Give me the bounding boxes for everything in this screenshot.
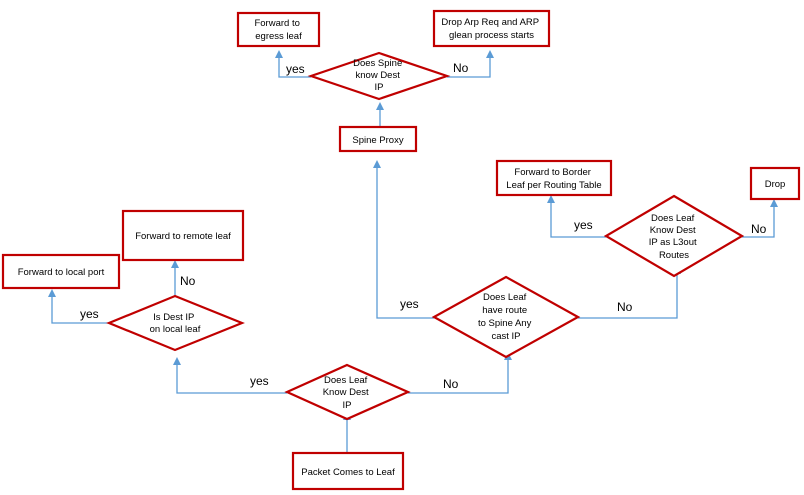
edge-local-yes (51, 295, 109, 324)
edge-label-leaf-yes: yes (250, 374, 269, 388)
edge-spine-no (447, 56, 491, 78)
svg-text:Is Dest IP on local leaf: Is Dest IP on local leaf (150, 312, 201, 335)
svg-text:Forward to egress leaf: Forward to egress leaf (254, 18, 302, 42)
svg-text:Drop Arp Req and ARP gle: Drop Arp Req and ARP glean process start… (441, 17, 541, 41)
node-line: Forward to (254, 18, 299, 29)
node-forward-local: Forward to local port (1, 253, 121, 290)
edge-labels: yes No yes No No yes yes No yes No (80, 61, 767, 391)
edge-label-spine-no: No (453, 61, 469, 75)
svg-text:Forward to local port: Forward to local port (18, 267, 105, 278)
svg-text:Packet Comes to Leaf: Packet Comes to Leaf (301, 467, 395, 478)
node-packet-comes: Packet Comes to Leaf (291, 451, 405, 491)
node-line: have route (482, 305, 527, 316)
node-line: IP (343, 400, 352, 411)
arrowhead (171, 260, 179, 268)
edge-label-local-yes: yes (80, 307, 99, 321)
edge-l3out-no (742, 205, 775, 238)
node-line: Does Spine (353, 58, 402, 69)
node-line: Does Leaf (324, 375, 368, 386)
edge-l3out-yes (550, 201, 606, 238)
node-line: IP (375, 82, 384, 93)
node-forward-border: Forward to Border Leaf per Routing Table (495, 159, 613, 197)
edge-label-route-no: No (617, 300, 633, 314)
svg-text:Drop: Drop (765, 179, 786, 190)
node-forward-remote: Forward to remote leaf (121, 209, 245, 262)
node-line: egress leaf (255, 31, 302, 42)
edge-leaf-know-no (408, 358, 509, 394)
node-line: Does Leaf (651, 213, 695, 224)
node-line: on local leaf (150, 324, 201, 335)
edge-label-l3out-yes: yes (574, 218, 593, 232)
node-line: glean process starts (449, 30, 534, 41)
svg-text:Does Leaf have route: Does Leaf have route to Spine Any cast I… (478, 292, 534, 342)
node-is-dest-local: Is Dest IP on local leaf (106, 294, 245, 352)
node-line: Does Leaf (483, 292, 527, 303)
edge-label-leaf-no: No (443, 377, 459, 391)
edge-route-yes (376, 166, 434, 319)
node-line: to Spine Any (478, 318, 532, 329)
node-line: Drop Arp Req and ARP (441, 17, 539, 28)
svg-text:Does Leaf Know Dest: Does Leaf Know Dest IP as L3out Routes (649, 213, 700, 261)
arrowhead (373, 160, 381, 168)
node-spine-know-dest: Does Spine know Dest IP (307, 51, 451, 101)
node-leaf-know-l3out: Does Leaf Know Dest IP as L3out Routes (603, 194, 745, 278)
edge-leaf-know-yes (176, 363, 287, 394)
edge-label-local-no: No (180, 274, 196, 288)
node-line: Drop (765, 179, 786, 190)
node-line: Forward to local port (18, 267, 105, 278)
node-line: Know Dest (323, 387, 369, 398)
node-line: Is Dest IP (153, 312, 194, 323)
node-line: Spine Proxy (352, 135, 403, 146)
node-leaf-know-dest: Does Leaf Know Dest IP (284, 363, 411, 421)
node-spine-proxy: Spine Proxy (338, 125, 418, 153)
edge-route-no (578, 272, 678, 319)
arrowhead (48, 289, 56, 297)
arrowhead (486, 50, 494, 58)
node-drop-arp: Drop Arp Req and ARP glean process start… (432, 9, 551, 48)
svg-text:Does Spine know Dest: Does Spine know Dest IP (353, 58, 405, 93)
svg-text:Forward to remote leaf: Forward to remote leaf (135, 231, 231, 242)
svg-text:Spine Proxy: Spine Proxy (352, 135, 403, 146)
node-line: cast IP (491, 331, 520, 342)
edge-label-l3out-no: No (751, 222, 767, 236)
svg-text:Forward to Border Leaf p: Forward to Border Leaf per Routing Table (506, 167, 601, 191)
arrowhead (547, 195, 555, 203)
node-line: Forward to Border (514, 167, 591, 178)
arrowhead (770, 199, 778, 207)
node-leaf-route-spine: Does Leaf have route to Spine Any cast I… (431, 275, 581, 359)
edge-label-spine-yes: yes (286, 62, 305, 76)
arrowhead (275, 50, 283, 58)
edge-label-route-yes: yes (400, 297, 419, 311)
arrowhead (376, 102, 384, 110)
arrowhead (173, 357, 181, 365)
node-line: know Dest (356, 70, 401, 81)
node-forward-egress: Forward to egress leaf (236, 11, 321, 48)
node-line: Leaf per Routing Table (506, 180, 601, 191)
node-line: Packet Comes to Leaf (301, 467, 395, 478)
node-line: Routes (659, 250, 689, 261)
svg-text:Does Leaf Know Dest: Does Leaf Know Dest IP (323, 375, 372, 411)
node-line: Know Dest (650, 225, 696, 236)
node-drop: Drop (749, 166, 801, 201)
edge-spine-yes (278, 56, 311, 78)
node-line: IP as L3out (649, 237, 697, 248)
node-line: Forward to remote leaf (135, 231, 231, 242)
